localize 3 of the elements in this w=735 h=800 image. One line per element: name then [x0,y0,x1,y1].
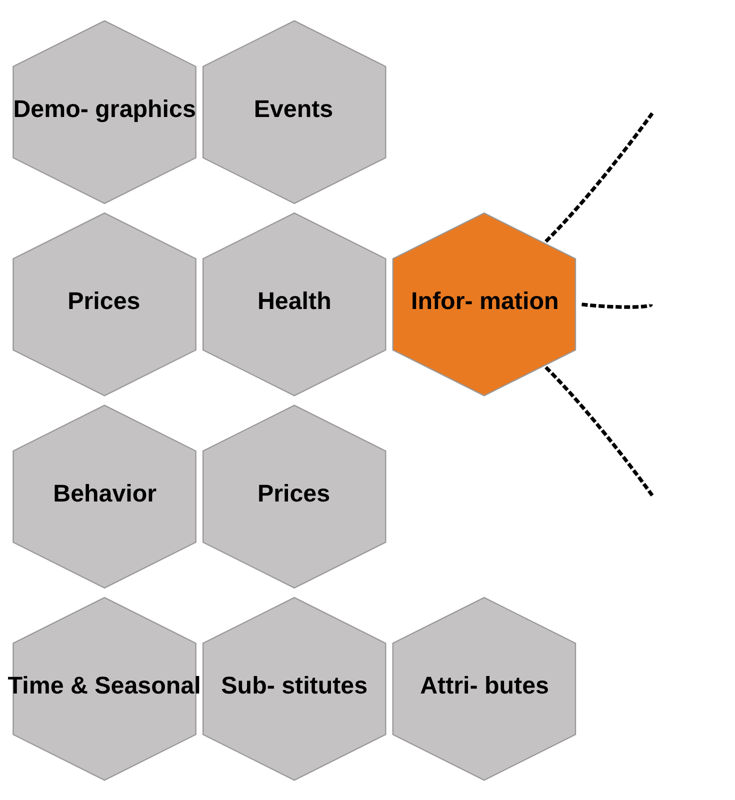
connector [544,365,654,496]
connector [544,112,654,242]
connector [582,302,652,308]
